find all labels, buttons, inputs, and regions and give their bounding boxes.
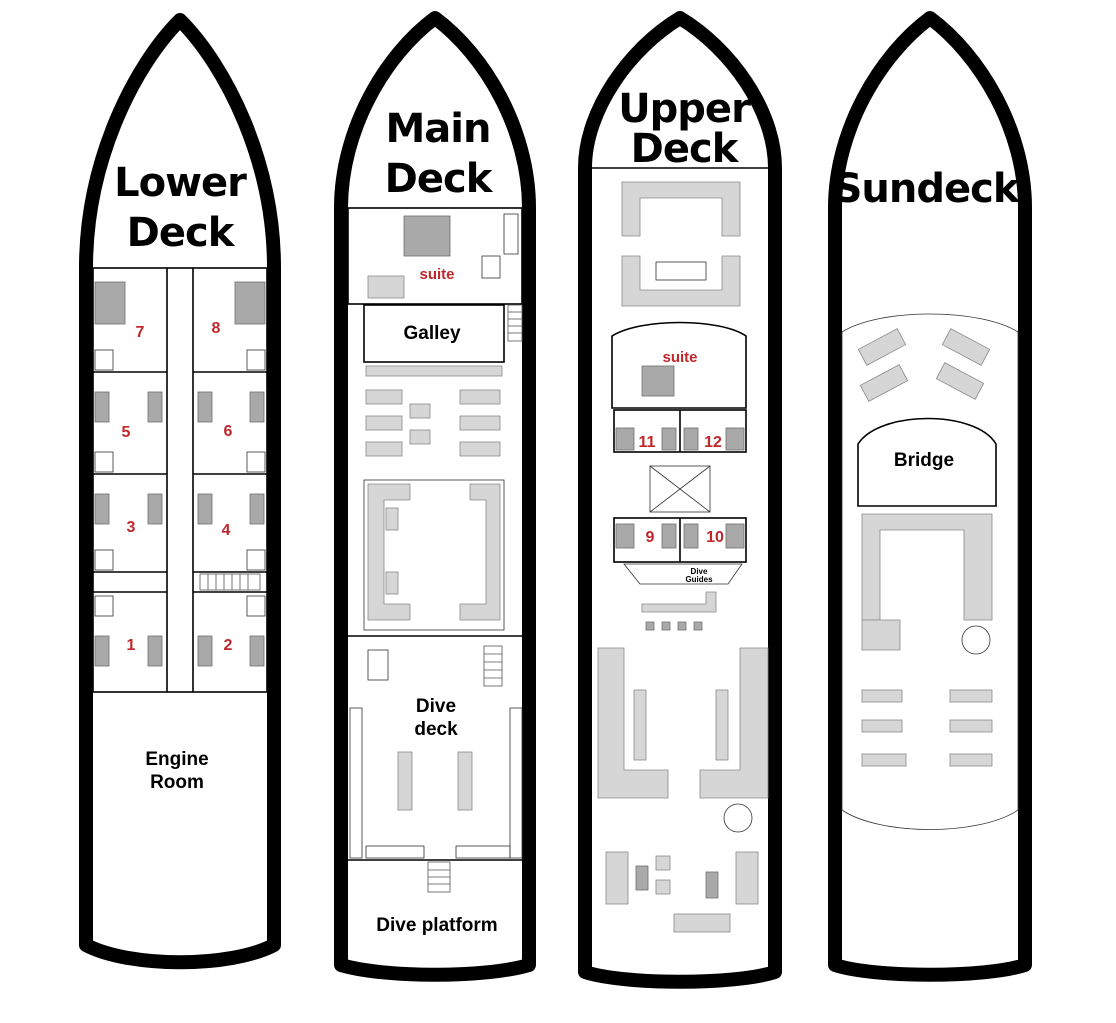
- sundeck: Sundeck Bridge: [828, 11, 1032, 982]
- upper-deck: Upper Deck suite 11 12 9 10 Div: [578, 11, 782, 989]
- main-deck-title-line2: Deck: [385, 156, 494, 202]
- upper-deck-title-line2: Deck: [631, 126, 740, 172]
- engine-room-label-line1: Engine: [145, 749, 208, 770]
- dive-guides-label-line1: Dive: [691, 567, 708, 576]
- cabin-number-12: 12: [704, 434, 722, 451]
- lower-deck-title-line2: Deck: [127, 210, 236, 256]
- upper-deck-suite-label: suite: [662, 349, 697, 366]
- dive-guides-label-line2: Guides: [685, 575, 713, 584]
- lower-deck-title-line1: Lower: [114, 160, 247, 206]
- lower-deck-cabin-block: [92, 267, 268, 693]
- main-deck-title-line1: Main: [386, 106, 491, 152]
- dive-deck-label-line2: deck: [414, 719, 458, 740]
- dive-deck-label-line1: Dive: [416, 696, 456, 717]
- main-deck: Main Deck suite Galley: [334, 11, 536, 982]
- engine-room-label-line2: Room: [150, 772, 204, 793]
- dive-platform-label: Dive platform: [376, 915, 497, 936]
- cabin-number-10: 10: [706, 529, 724, 546]
- cabin-number-6: 6: [224, 423, 233, 440]
- cabin-number-3: 3: [127, 519, 136, 536]
- cabin-number-1: 1: [127, 637, 136, 654]
- cabin-number-2: 2: [224, 637, 233, 654]
- cabin-number-8: 8: [212, 320, 221, 337]
- sundeck-title: Sundeck: [834, 166, 1021, 212]
- main-deck-suite-label: suite: [419, 266, 454, 283]
- galley-label: Galley: [403, 323, 460, 344]
- cabin-number-4: 4: [222, 522, 231, 539]
- cabin-number-5: 5: [122, 424, 131, 441]
- cabin-number-9: 9: [646, 529, 655, 546]
- lower-deck: Lower Deck 7 8 5 6: [79, 13, 281, 970]
- cabin-number-7: 7: [136, 324, 145, 341]
- upper-deck-title-line1: Upper: [618, 86, 751, 132]
- bridge-label: Bridge: [894, 450, 954, 471]
- cabin-number-11: 11: [639, 434, 656, 451]
